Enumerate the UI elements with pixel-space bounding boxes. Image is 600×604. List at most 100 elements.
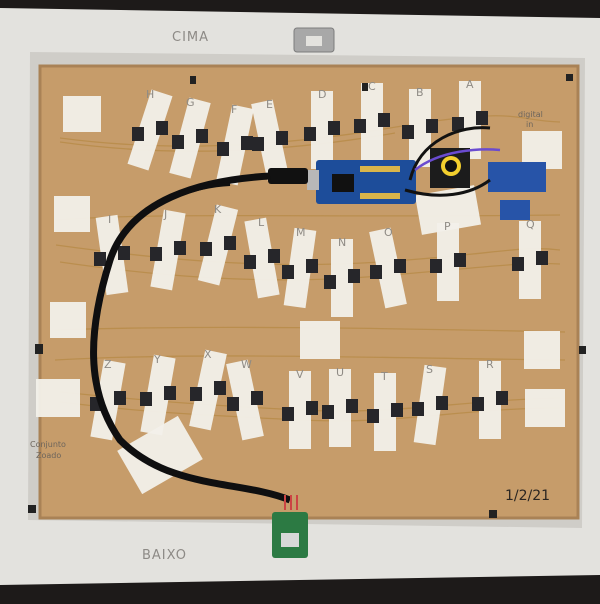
- jumper-wires: [404, 126, 491, 197]
- led-row3-8: [472, 397, 484, 411]
- tape-row2-6: [369, 227, 407, 309]
- led-row1-6-b: [426, 119, 438, 133]
- led-row1-0: [132, 127, 144, 141]
- edge-tape-8: [414, 185, 482, 235]
- board-edge: [38, 64, 580, 520]
- led-row2-7: [430, 259, 442, 273]
- led-row3-1: [140, 392, 152, 406]
- edge-tape-9: [117, 415, 203, 495]
- left-note-2: Zoado: [36, 451, 62, 460]
- tape-row3-0: [90, 359, 126, 441]
- letter-row1-1: G: [186, 96, 195, 109]
- letter-row3-1: Y: [154, 353, 161, 366]
- tape-row2-2: [197, 204, 239, 286]
- tape-row2-1: [150, 209, 186, 291]
- wifi-module: [488, 162, 546, 220]
- led-row3-6-b: [391, 403, 403, 417]
- date-label: 1/2/21: [505, 488, 551, 504]
- led-row2-7-b: [454, 253, 466, 267]
- letter-row1-2: F: [231, 103, 238, 116]
- left-note-1: Conjunto: [30, 440, 66, 449]
- top-label: CIMA: [172, 30, 210, 45]
- letter-row2-6: O: [384, 226, 393, 239]
- led-row2-1: [150, 247, 162, 261]
- edge-tape-3: [36, 379, 80, 417]
- letter-row3-6: T: [381, 370, 388, 383]
- led-row1-5: [354, 119, 366, 133]
- letter-row3-2: X: [204, 348, 212, 361]
- led-row3-3: [227, 397, 239, 411]
- letter-row1-4: D: [318, 88, 327, 101]
- letter-row2-2: K: [214, 203, 222, 216]
- tape-row2-4: [283, 227, 317, 309]
- led-row3-4-b: [306, 401, 318, 415]
- tape-row2-5: [331, 239, 353, 317]
- tape-row2-7: [437, 223, 459, 301]
- right-note-2: in: [526, 120, 534, 129]
- led-row3-0-b: [114, 391, 126, 405]
- right-note-1: digital: [518, 110, 543, 119]
- letter-row3-8: R: [486, 358, 494, 371]
- led-row1-7: [452, 117, 464, 131]
- letter-row3-3: W: [241, 358, 252, 371]
- led-row2-6-b: [394, 259, 406, 273]
- tape-row1-1: [169, 97, 211, 179]
- letter-row2-5: N: [338, 236, 347, 249]
- letter-row1-5: C: [368, 80, 376, 93]
- led-row2-5-b: [348, 269, 360, 283]
- led-row2-3-b: [268, 249, 280, 263]
- led-row1-2-b: [241, 136, 253, 150]
- letter-row2-3: L: [258, 216, 265, 229]
- tape-row3-4: [289, 371, 311, 449]
- letter-row2-7: P: [444, 220, 451, 233]
- usb-cable: [90, 168, 308, 504]
- led-row3-7: [412, 402, 424, 416]
- led-row2-8: [512, 257, 524, 271]
- led-row2-2: [200, 242, 212, 256]
- letter-row3-7: S: [426, 363, 433, 376]
- letter-row2-0: I: [108, 213, 112, 226]
- letter-row3-4: V: [296, 368, 304, 381]
- wire-mid3: [54, 355, 566, 361]
- wire-mid2: [54, 326, 566, 333]
- led-row2-6: [370, 265, 382, 279]
- tape-row1-6: [409, 89, 431, 167]
- edge-tape-6: [525, 389, 565, 427]
- led-row3-2-b: [214, 381, 226, 395]
- led-row1-1: [172, 135, 184, 149]
- led-row1-5-b: [378, 113, 390, 127]
- led-row2-0: [94, 252, 106, 266]
- tape-row1-7: [459, 81, 481, 159]
- rtc-module: [430, 148, 470, 188]
- letter-row1-6: B: [416, 86, 424, 99]
- letter-row2-4: M: [296, 226, 306, 239]
- led-row2-4: [282, 265, 294, 279]
- led-row1-1-b: [196, 129, 208, 143]
- led-row3-1-b: [164, 386, 176, 400]
- usb-breakout: [272, 495, 308, 558]
- led-row3-7-b: [436, 396, 448, 410]
- edge-tape-0: [63, 96, 101, 132]
- led-row1-4-b: [328, 121, 340, 135]
- tape-row3-6: [374, 373, 396, 451]
- letter-row1-7: A: [466, 78, 474, 91]
- purple-wire: [414, 148, 501, 171]
- tape-row2-3: [244, 217, 280, 299]
- tape-row3-3: [226, 359, 264, 441]
- tape-row1-4: [311, 91, 333, 169]
- hanger-bracket: [293, 27, 335, 53]
- led-row2-1-b: [174, 241, 186, 255]
- led-row3-8-b: [496, 391, 508, 405]
- letter-row1-0: H: [146, 88, 155, 101]
- led-row2-2-b: [224, 236, 236, 250]
- bottom-label: BAIXO: [142, 548, 187, 563]
- tape-row3-5: [329, 369, 351, 447]
- tape-row1-0: [127, 89, 173, 171]
- edge-tape-5: [524, 331, 560, 369]
- led-row3-5: [322, 405, 334, 419]
- tape-row2-8: [519, 221, 541, 299]
- led-row1-3-b: [276, 131, 288, 145]
- tape-row3-8: [479, 361, 501, 439]
- led-row1-2: [217, 142, 229, 156]
